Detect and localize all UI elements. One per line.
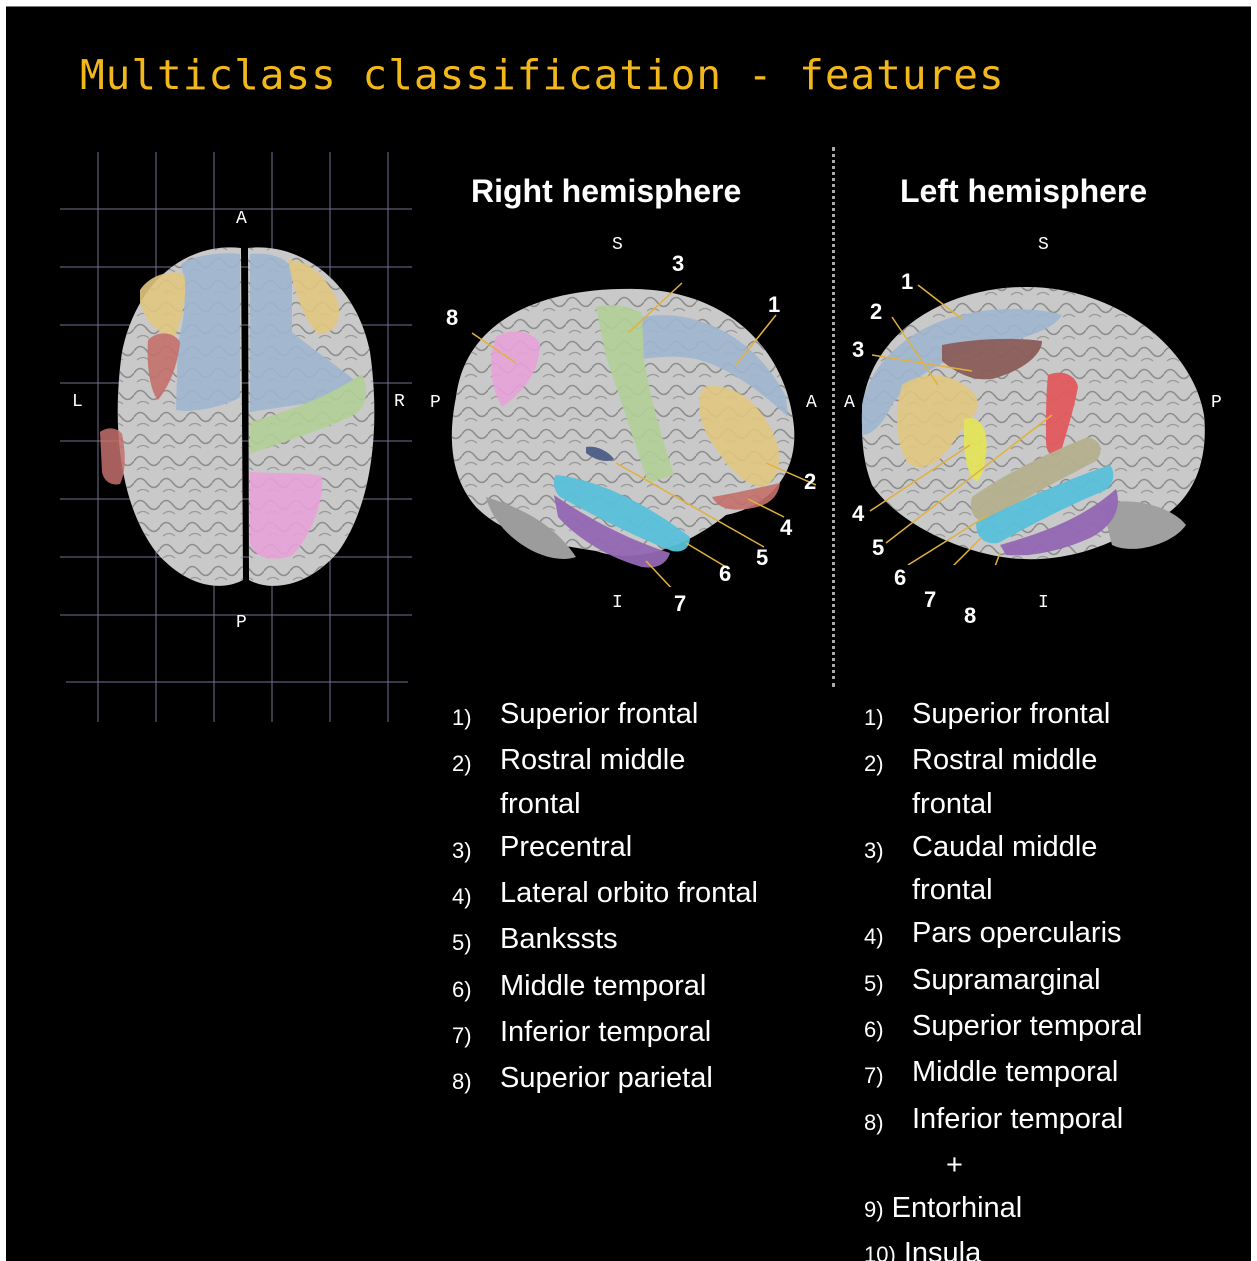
lh-callout-1: 1 [901, 269, 913, 295]
rh-list-item: 1)Superior frontal [452, 693, 822, 739]
top-view-brain [56, 142, 416, 722]
lh-callout-2: 2 [870, 299, 882, 325]
plus-sign: + [864, 1144, 1244, 1187]
lh-label-inferior: I [1038, 593, 1049, 613]
rh-callout-8: 8 [446, 305, 458, 331]
lh-label-superior: S [1038, 235, 1049, 255]
top-label-anterior: A [236, 209, 247, 229]
lh-callout-6: 6 [894, 565, 906, 591]
lh-list-item: 8)Inferior temporal [864, 1098, 1244, 1144]
left-hemisphere-brain [852, 275, 1212, 565]
hemisphere-divider [832, 147, 835, 687]
lh-list-item: 1)Superior frontal [864, 693, 1244, 739]
slide-title: Multiclass classification - features [80, 51, 1005, 99]
lh-extra-item: 10) Insula [864, 1232, 1244, 1261]
left-hemisphere-heading: Left hemisphere [900, 173, 1147, 210]
right-hemisphere-heading: Right hemisphere [471, 173, 741, 210]
lh-callout-4: 4 [852, 501, 864, 527]
slide: Multiclass classification - features [6, 6, 1251, 1261]
rh-list-item: 2)Rostral middle frontal [452, 739, 822, 826]
rh-callout-4: 4 [780, 515, 792, 541]
lh-callout-7: 7 [924, 587, 936, 613]
rh-list-item: 6)Middle temporal [452, 965, 822, 1011]
lh-list-item: 3)Caudal middle frontal [864, 826, 1244, 913]
rh-list-item: 3)Precentral [452, 826, 822, 872]
rh-label-inferior: I [612, 593, 623, 613]
lh-callout-3: 3 [852, 337, 864, 363]
top-label-posterior: P [236, 613, 247, 633]
rh-list-item: 8)Superior parietal [452, 1057, 822, 1103]
rh-list-item: 7)Inferior temporal [452, 1011, 822, 1057]
rh-callout-5: 5 [756, 545, 768, 571]
rh-callout-3: 3 [672, 251, 684, 277]
rh-callout-7: 7 [674, 591, 686, 617]
lh-list-item: 4)Pars opercularis [864, 912, 1244, 958]
rh-list-item: 4)Lateral orbito frontal [452, 872, 822, 918]
lh-label-posterior: P [1211, 393, 1222, 413]
top-label-right: R [394, 392, 405, 412]
rh-callout-6: 6 [719, 561, 731, 587]
right-hemisphere-list: 1)Superior frontal 2)Rostral middle fron… [452, 693, 822, 1104]
lh-list-item: 6)Superior temporal [864, 1005, 1244, 1051]
lh-callout-8: 8 [964, 603, 976, 629]
lh-list-item: 7)Middle temporal [864, 1051, 1244, 1097]
rh-callout-2: 2 [804, 469, 816, 495]
lh-callout-5: 5 [872, 535, 884, 561]
rh-callout-1: 1 [768, 292, 780, 318]
lh-list-item: 5)Supramarginal [864, 959, 1244, 1005]
lh-list-item: 2)Rostral middle frontal [864, 739, 1244, 826]
lh-extra-item: 9) Entorhinal [864, 1187, 1244, 1231]
top-label-left: L [72, 392, 83, 412]
right-hemisphere-brain [436, 247, 816, 587]
rh-list-item: 5)Bankssts [452, 918, 822, 964]
left-hemisphere-list: 1)Superior frontal 2)Rostral middle fron… [864, 693, 1244, 1261]
